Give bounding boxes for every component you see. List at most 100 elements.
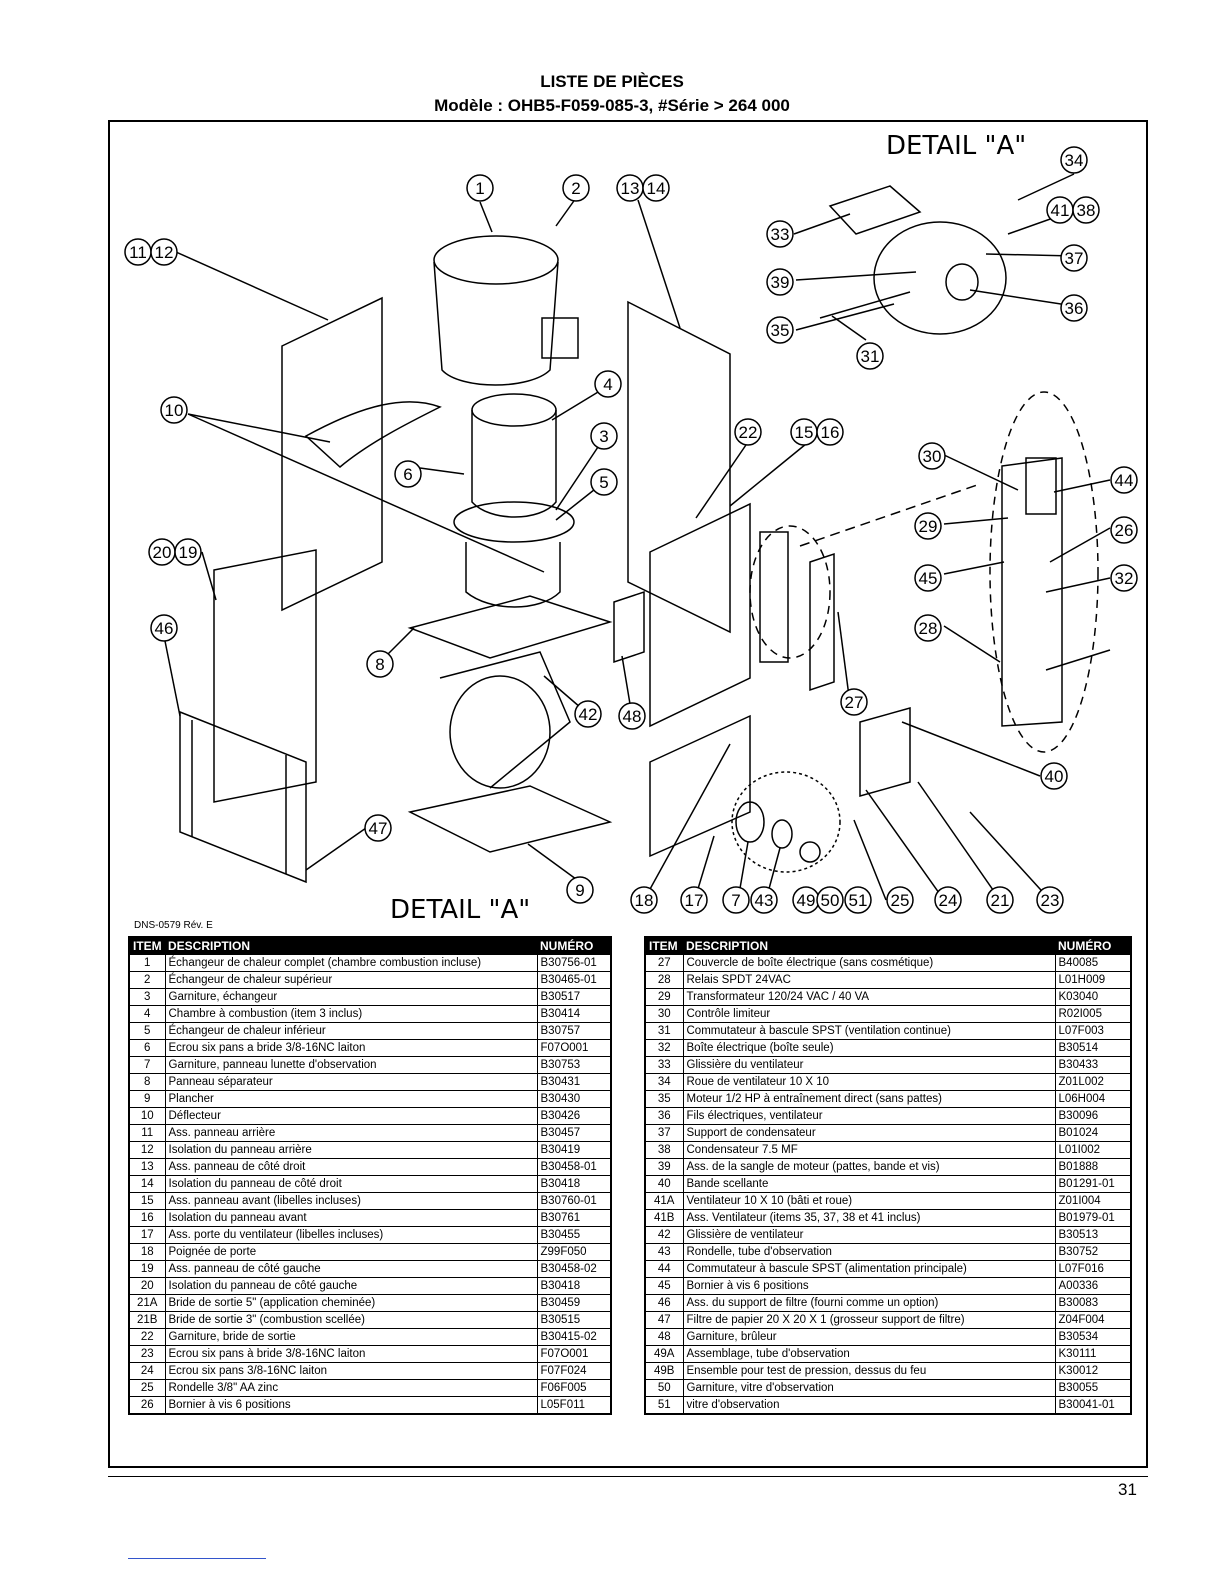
- cell-numero: B30458-02: [536, 1260, 612, 1278]
- cell-description: Ass. panneau arrière: [164, 1124, 538, 1142]
- cell-numero: Z01I004: [1054, 1192, 1132, 1210]
- callout-number: 23: [1041, 891, 1060, 910]
- callout-circle: [594, 370, 622, 398]
- callout-number: 6: [403, 465, 412, 484]
- col-header-numero: NUMÉRO: [1055, 937, 1131, 955]
- cell-item: 23: [128, 1345, 166, 1363]
- callout-number: 49: [797, 891, 816, 910]
- cell-description: Déflecteur: [164, 1107, 538, 1125]
- cell-description: Roue de ventilateur 10 X 10: [682, 1073, 1056, 1091]
- cell-item: 45: [644, 1277, 684, 1295]
- callout-circle: [766, 316, 794, 344]
- col-header-numero: NUMÉRO: [537, 937, 611, 955]
- cell-numero: B01024: [1054, 1124, 1132, 1142]
- cell-item: 30: [644, 1005, 684, 1023]
- cell-description: Filtre de papier 20 X 20 X 1 (grosseur s…: [682, 1311, 1056, 1329]
- callout-circle: [466, 174, 494, 202]
- cell-item: 42: [644, 1226, 684, 1244]
- callout-circle: [150, 614, 178, 642]
- cell-item: 26: [128, 1396, 166, 1415]
- callout-circle: [364, 814, 392, 842]
- callout-number: 17: [685, 891, 704, 910]
- cell-numero: B30514: [1054, 1039, 1132, 1057]
- callout-number: 28: [919, 619, 938, 638]
- page-subtitle: Modèle : OHB5-F059-085-3, #Série > 264 0…: [434, 96, 790, 115]
- callout-circle: [844, 886, 872, 914]
- callout-circle: [1060, 146, 1088, 174]
- cell-numero: B30426: [536, 1107, 612, 1125]
- left-side-panel: [213, 549, 317, 803]
- cell-item: 38: [644, 1141, 684, 1159]
- cell-description: Boîte électrique (boîte seule): [682, 1039, 1056, 1057]
- cell-description: Ass. panneau de côté droit: [164, 1158, 538, 1176]
- cell-item: 8: [128, 1073, 166, 1091]
- cell-item: 49A: [644, 1345, 684, 1363]
- cell-description: Garniture, bride de sortie: [164, 1328, 538, 1346]
- cell-numero: K30111: [1054, 1345, 1132, 1363]
- detail-a-label-top: DETAIL "A": [886, 131, 1026, 161]
- cell-numero: B30433: [1054, 1056, 1132, 1074]
- cell-numero: B30419: [536, 1141, 612, 1159]
- callout-number: 30: [923, 447, 942, 466]
- callout-number: 5: [599, 473, 608, 492]
- cell-numero: B01291-01: [1054, 1175, 1132, 1193]
- cell-item: 34: [644, 1073, 684, 1091]
- callout-circle: [1110, 516, 1138, 544]
- cell-description: Glissière du ventilateur: [682, 1056, 1056, 1074]
- cell-numero: B30041-01: [1054, 1396, 1132, 1415]
- cell-item: 50: [644, 1379, 684, 1397]
- callout-circle: [1060, 294, 1088, 322]
- cell-item: 25: [128, 1379, 166, 1397]
- cell-numero: L05F011: [536, 1396, 612, 1415]
- callout-number: 42: [579, 705, 598, 724]
- cell-item: 37: [644, 1124, 684, 1142]
- cell-numero: B30753: [536, 1056, 612, 1074]
- cell-numero: L07F016: [1054, 1260, 1132, 1278]
- col-header-item: ITEM: [645, 937, 683, 955]
- cell-description: Chambre à combustion (item 3 inclus): [164, 1005, 538, 1023]
- cell-numero: B01888: [1054, 1158, 1132, 1176]
- callout-circle: [630, 886, 658, 914]
- cell-description: Ecrou six pans a bride 3/8-16NC laiton: [164, 1039, 538, 1057]
- callout-number: 8: [375, 655, 384, 674]
- electrical-box: [1001, 457, 1063, 727]
- cell-numero: B30534: [1054, 1328, 1132, 1346]
- cell-numero: B30415-02: [536, 1328, 612, 1346]
- cell-numero: K30012: [1054, 1362, 1132, 1380]
- callout-number: 40: [1045, 767, 1064, 786]
- separator-panel: [407, 595, 613, 659]
- cell-item: 27: [644, 954, 684, 972]
- detail-blower-housing: [873, 221, 1007, 335]
- callout-circle: [150, 238, 178, 266]
- callout-circle: [642, 174, 670, 202]
- callout-number: 10: [165, 401, 184, 420]
- cell-description: Ass. de la sangle de moteur (pattes, ban…: [682, 1158, 1056, 1176]
- callout-circle: [918, 442, 946, 470]
- cell-description: Condensateur 7.5 MF: [682, 1141, 1056, 1159]
- page-title: LISTE DE PIÈCES: [540, 72, 684, 91]
- cell-numero: B30055: [1054, 1379, 1132, 1397]
- burner-gasket: [613, 590, 645, 664]
- cell-description: vitre d'observation: [682, 1396, 1056, 1415]
- cell-item: 40: [644, 1175, 684, 1193]
- cell-numero: B30515: [536, 1311, 612, 1329]
